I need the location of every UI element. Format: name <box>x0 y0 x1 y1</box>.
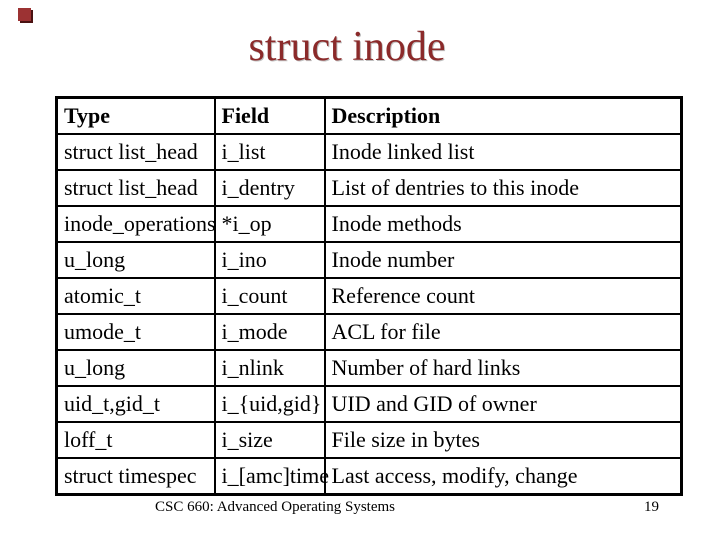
table-row: atomic_t i_count Reference count <box>55 277 683 315</box>
table-cell-description: File size in bytes <box>323 421 683 459</box>
table-cell-description: Inode linked list <box>323 133 683 171</box>
footer-text: CSC 660: Advanced Operating Systems <box>155 499 395 515</box>
table-row: u_long i_nlink Number of hard links <box>55 349 683 387</box>
table-row: inode_operations *i_op Inode methods <box>55 205 683 243</box>
slide-title: struct inode <box>248 24 446 70</box>
page-number: 19 <box>644 499 659 515</box>
inode-table: Type Field Description struct list_head … <box>55 96 683 496</box>
table-row: struct timespec i_[amc]time Last access,… <box>55 457 683 496</box>
table-cell-type: u_long <box>55 349 216 387</box>
table-cell-field: i_size <box>213 421 326 459</box>
table-cell-description: UID and GID of owner <box>323 385 683 423</box>
column-header-description: Description <box>323 96 683 135</box>
table-cell-field: i_list <box>213 133 326 171</box>
table-row: umode_t i_mode ACL for file <box>55 313 683 351</box>
table-cell-description: List of dentries to this inode <box>323 169 683 207</box>
table-row: u_long i_ino Inode number <box>55 241 683 279</box>
table-cell-field: i_dentry <box>213 169 326 207</box>
table-row: struct list_head i_list Inode linked lis… <box>55 133 683 171</box>
column-header-type: Type <box>55 96 216 135</box>
table-cell-type: loff_t <box>55 421 216 459</box>
table-cell-type: atomic_t <box>55 277 216 315</box>
table-cell-description: Inode number <box>323 241 683 279</box>
table-cell-field: i_[amc]time <box>213 457 329 496</box>
table-cell-type: uid_t,gid_t <box>55 385 216 423</box>
table-cell-description: Reference count <box>323 277 683 315</box>
table-cell-field: i_{uid,gid} <box>213 385 326 423</box>
table-cell-description: Last access, modify, change <box>323 457 683 496</box>
table-cell-field: *i_op <box>213 205 326 243</box>
table-cell-type: struct list_head <box>55 169 216 207</box>
table-cell-description: Number of hard links <box>323 349 683 387</box>
table-cell-field: i_ino <box>213 241 326 279</box>
table-cell-description: Inode methods <box>323 205 683 243</box>
table-cell-description: ACL for file <box>323 313 683 351</box>
table-cell-field: i_count <box>213 277 326 315</box>
table-cell-field: i_mode <box>213 313 326 351</box>
accent-square-decoration <box>18 8 31 21</box>
table-row: loff_t i_size File size in bytes <box>55 421 683 459</box>
table-row: uid_t,gid_t i_{uid,gid} UID and GID of o… <box>55 385 683 423</box>
table-row: struct list_head i_dentry List of dentri… <box>55 169 683 207</box>
table-header-row: Type Field Description <box>55 96 683 135</box>
table-cell-field: i_nlink <box>213 349 326 387</box>
table-cell-type: inode_operations <box>55 205 216 243</box>
column-header-field: Field <box>213 96 326 135</box>
table-cell-type: u_long <box>55 241 216 279</box>
table-cell-type: struct timespec <box>55 457 216 496</box>
table-cell-type: struct list_head <box>55 133 216 171</box>
table-cell-type: umode_t <box>55 313 216 351</box>
